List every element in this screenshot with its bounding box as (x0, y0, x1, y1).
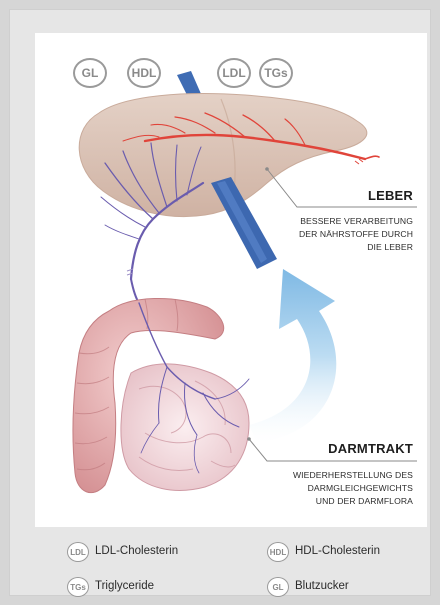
gut-description: WIEDERHERSTELLUNG DES DARMGLEICHGEWICHTS… (293, 469, 413, 508)
liver-title: LEBER (368, 188, 413, 203)
liver-description-line: DIE LEBER (299, 241, 413, 254)
gl-badge: GL (73, 58, 107, 88)
cycle-arrow (249, 269, 336, 443)
hdl-legend-icon: HDL (267, 542, 289, 562)
gut-title: DARMTRAKT (328, 441, 413, 456)
hdl-badge: HDL (127, 58, 161, 88)
gl-legend-label: Blutzucker (295, 580, 349, 592)
illustration-panel: GL HDL LDL TGs LEBER BESSERE VERARBEITUN… (35, 33, 427, 527)
liver-description-line: BESSERE VERARBEITUNG (299, 215, 413, 228)
tgs-badge: TGs (259, 58, 293, 88)
gl-legend-icon: GL (267, 577, 289, 597)
ldl-legend-label: LDL-Cholesterin (95, 545, 178, 557)
liver-description-line: DER NÄHRSTOFFE DURCH (299, 228, 413, 241)
liver-description: BESSERE VERARBEITUNG DER NÄHRSTOFFE DURC… (299, 215, 413, 254)
figure-frame: GL HDL LDL TGs LEBER BESSERE VERARBEITUN… (9, 9, 431, 596)
ldl-badge: LDL (217, 58, 251, 88)
gut-description-line: DARMGLEICHGEWICHTS (293, 482, 413, 495)
tgs-legend-icon: TGs (67, 577, 89, 597)
gut-description-line: UND DER DARMFLORA (293, 495, 413, 508)
hdl-legend-label: HDL-Cholesterin (295, 545, 380, 557)
gut-description-line: WIEDERHERSTELLUNG DES (293, 469, 413, 482)
ldl-legend-icon: LDL (67, 542, 89, 562)
tgs-legend-label: Triglyceride (95, 580, 154, 592)
